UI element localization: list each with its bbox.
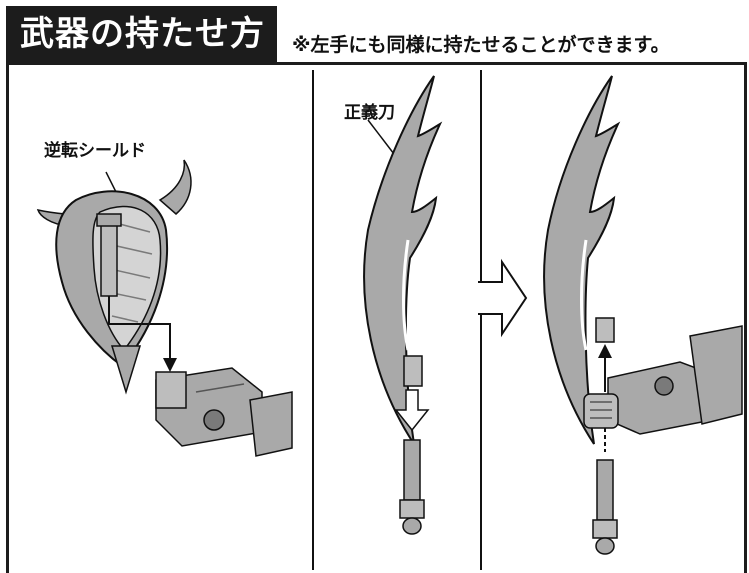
sword-pommel-middle — [402, 517, 422, 535]
shield-grip-top — [96, 213, 122, 227]
sword-hilt-middle — [403, 355, 423, 387]
sword-fuller-right — [580, 239, 588, 351]
sword-down-arrow — [394, 389, 430, 432]
arm-illustration-left — [155, 367, 293, 457]
arm-right-upper — [689, 325, 743, 425]
arm-left-hand — [155, 371, 187, 409]
arm-left-upper — [249, 391, 293, 457]
sword-blade-right — [543, 75, 621, 445]
content-frame — [6, 62, 747, 573]
fist-fingers — [590, 401, 612, 419]
arm-right-joint — [654, 376, 674, 396]
shield-horn-right — [158, 159, 192, 215]
sword-illustration-middle — [363, 75, 443, 535]
shield-attach-arrowhead — [163, 358, 177, 372]
shield-bottom-spike — [110, 345, 142, 395]
sword-blade-middle — [363, 75, 443, 445]
sword-up-arrowhead — [598, 344, 612, 358]
sword-label: 正義刀 — [344, 103, 395, 123]
sword-label-leader — [367, 119, 395, 155]
page-title: 武器の持たせ方 — [6, 6, 277, 62]
arm-left-joint — [203, 409, 225, 431]
shield-attach-arrow — [108, 296, 171, 364]
left-hand-note: ※左手にも同様に持たせることができます。 — [292, 34, 670, 56]
shield-label: 逆転シールド — [44, 141, 146, 161]
transition-arrow — [478, 258, 528, 338]
sword-pommel-right — [595, 537, 615, 555]
shield-illustration — [36, 159, 192, 395]
sword-illustration-right — [543, 75, 743, 555]
sword-hilt-right — [595, 317, 615, 343]
sword-fuller-middle — [402, 239, 410, 351]
arm-left-detail — [195, 383, 245, 393]
